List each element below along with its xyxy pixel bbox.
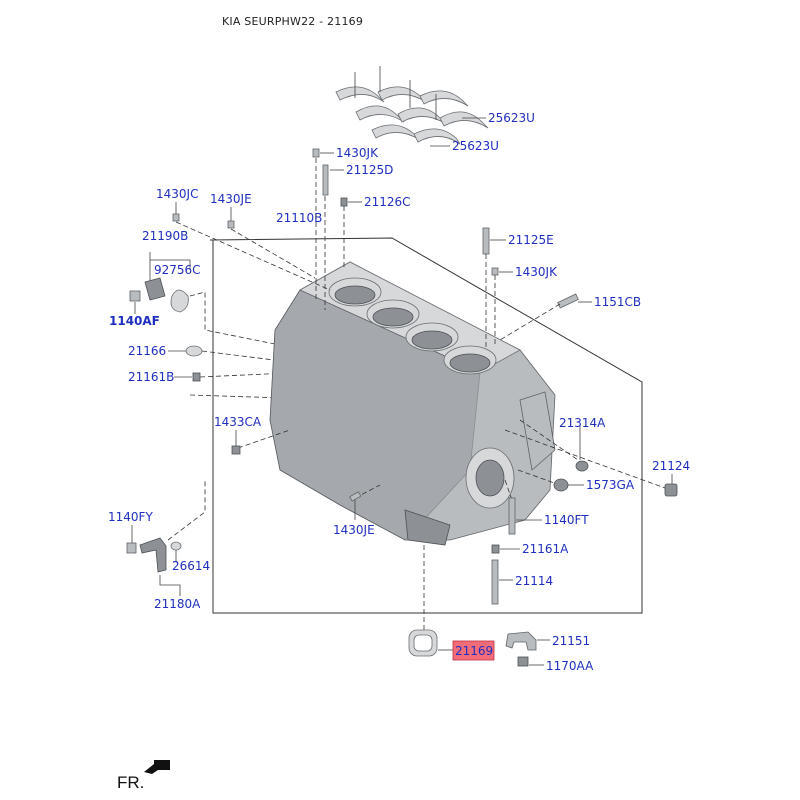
- seal-21314a: [575, 460, 589, 472]
- label-21161a: 21161A: [522, 542, 569, 556]
- label-1170aa: 1170AA: [546, 659, 594, 673]
- label-21126c: 21126C: [364, 195, 411, 209]
- assembly-frame: [209, 237, 643, 614]
- bolt-1140af: [129, 290, 141, 302]
- label-25623u-upper: 25623U: [488, 111, 535, 125]
- label-1140fy: 1140FY: [108, 510, 153, 524]
- label-21151: 21151: [552, 634, 590, 648]
- bracket-21151: [505, 631, 537, 651]
- label-21125e: 21125E: [508, 233, 554, 247]
- bolt-1151cb: [557, 293, 579, 309]
- oring-21166: [185, 345, 203, 357]
- oring-26614: [170, 541, 182, 551]
- plug-21126c: [340, 197, 348, 207]
- plug-1433ca: [231, 445, 241, 455]
- label-1430je-top: 1430JE: [210, 192, 252, 206]
- plug-21124: [664, 483, 678, 497]
- dowel-1430je-top: [227, 220, 235, 229]
- label-25623u-lower: 25623U: [452, 139, 499, 153]
- bolt-1170aa: [517, 656, 529, 667]
- sensor-21190b: [144, 277, 166, 301]
- label-26614: 26614: [172, 559, 210, 573]
- plug-21161a: [491, 544, 500, 554]
- label-21124: 21124: [652, 459, 690, 473]
- label-21314a: 21314A: [559, 416, 606, 430]
- label-21110b: 21110B: [276, 211, 322, 225]
- bearing-shells: [335, 66, 489, 145]
- dowel-1430jk-top: [312, 148, 320, 158]
- label-1140af: 1140AF: [109, 314, 160, 328]
- dowel-1430jc: [172, 213, 180, 222]
- label-21161b: 21161B: [128, 370, 174, 384]
- label-1430jk-right: 1430JK: [515, 265, 558, 279]
- dowel-1430je-bottom: [349, 491, 362, 502]
- label-21180a: 21180A: [154, 597, 201, 611]
- cylinder-block-21110b: [269, 261, 556, 546]
- highlight-21169: [452, 640, 495, 661]
- label-1433ca: 1433CA: [214, 415, 262, 429]
- front-arrow-icon: [144, 760, 170, 774]
- label-1151cb: 1151CB: [594, 295, 641, 309]
- label-1573ga: 1573GA: [586, 478, 635, 492]
- stud-21125e: [482, 227, 490, 255]
- label-1430je-bottom: 1430JE: [333, 523, 375, 537]
- label-21190b: 21190B: [142, 229, 188, 243]
- label-21114: 21114: [515, 574, 553, 588]
- label-21169: 21169: [455, 644, 493, 658]
- label-1140ft: 1140FT: [544, 513, 589, 527]
- page-title: KIA SEURPHW22 - 21169: [222, 15, 364, 28]
- label-92756c: 92756C: [154, 263, 201, 277]
- front-direction-label: FR.: [117, 773, 145, 792]
- gasket-92756c: [170, 289, 189, 313]
- bolt-1140ft: [508, 497, 516, 535]
- plug-21161b: [192, 372, 201, 382]
- label-21125d: 21125D: [346, 163, 393, 177]
- bolt-21114: [491, 559, 499, 605]
- bolt-1140fy: [126, 542, 137, 554]
- dowel-1430jk-right: [491, 267, 499, 276]
- stud-21125d: [322, 164, 329, 196]
- oil-jet-21180a: [139, 537, 167, 573]
- label-21166: 21166: [128, 344, 166, 358]
- seal-1573ga: [553, 478, 569, 492]
- label-1430jk-top: 1430JK: [336, 146, 379, 160]
- label-1430jc: 1430JC: [156, 187, 198, 201]
